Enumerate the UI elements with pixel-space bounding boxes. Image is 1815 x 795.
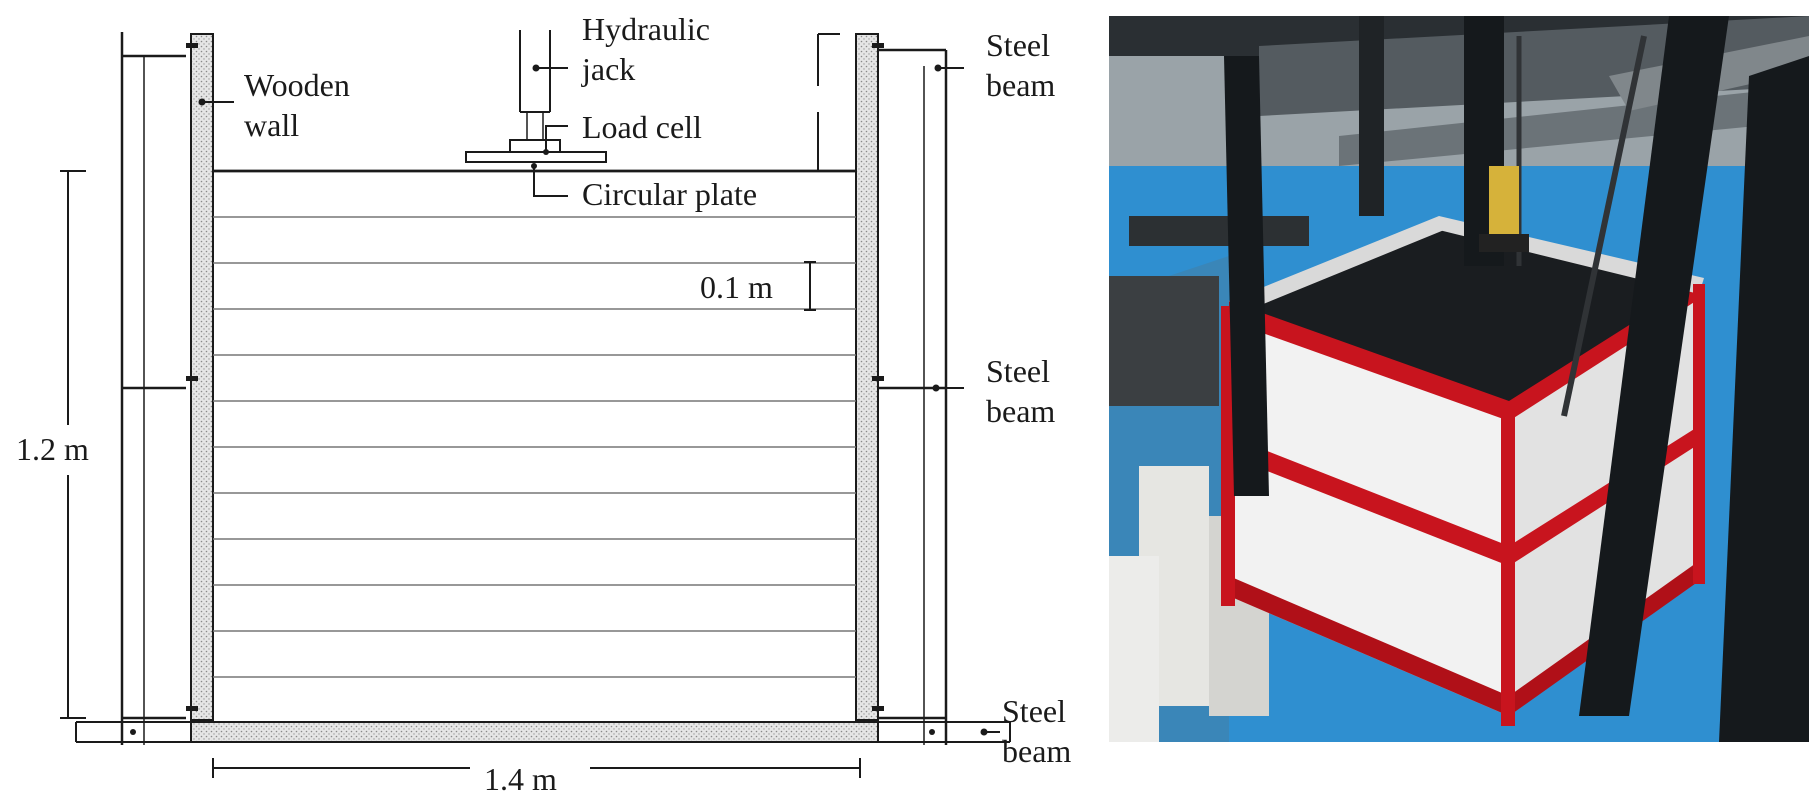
test-box-photo — [1109, 16, 1809, 742]
wooden-wall-label-2: wall — [244, 107, 299, 143]
right-support-frame — [876, 48, 948, 745]
steel-beam-bottom-label: Steel — [1002, 693, 1066, 729]
height-dimension — [60, 170, 86, 719]
load-cell — [509, 139, 561, 153]
label-leaders — [198, 64, 1000, 736]
layer-dimension — [804, 261, 816, 311]
wooden-wall-label: Wooden — [244, 67, 350, 103]
base-steel-beam — [75, 721, 1011, 743]
hydraulic-jack — [519, 30, 551, 140]
height-label: 1.2 m — [16, 431, 89, 467]
width-label: 1.4 m — [484, 761, 557, 795]
wall-bolts — [186, 43, 884, 711]
hydraulic-jack-label-2: jack — [581, 51, 635, 87]
layer-thickness-label: 0.1 m — [700, 269, 773, 305]
top-gap-dimension — [817, 33, 840, 171]
circular-plate-label: Circular plate — [582, 176, 757, 212]
load-cell-label: Load cell — [582, 109, 702, 145]
soil-layers — [213, 169, 856, 678]
steel-beam-top-label-2: beam — [986, 67, 1055, 103]
steel-beam-top-label: Steel — [986, 27, 1050, 63]
steel-beam-mid-label-2: beam — [986, 393, 1055, 429]
left-support-frame — [120, 32, 186, 745]
steel-beam-mid-label: Steel — [986, 353, 1050, 389]
hydraulic-jack-label: Hydraulic — [582, 11, 710, 47]
test-box-schematic: Hydraulic jack Load cell Circular plate … — [16, 11, 1071, 795]
steel-beam-bottom-label-2: beam — [1002, 733, 1071, 769]
width-dimension — [212, 758, 861, 778]
circular-plate — [465, 151, 607, 163]
